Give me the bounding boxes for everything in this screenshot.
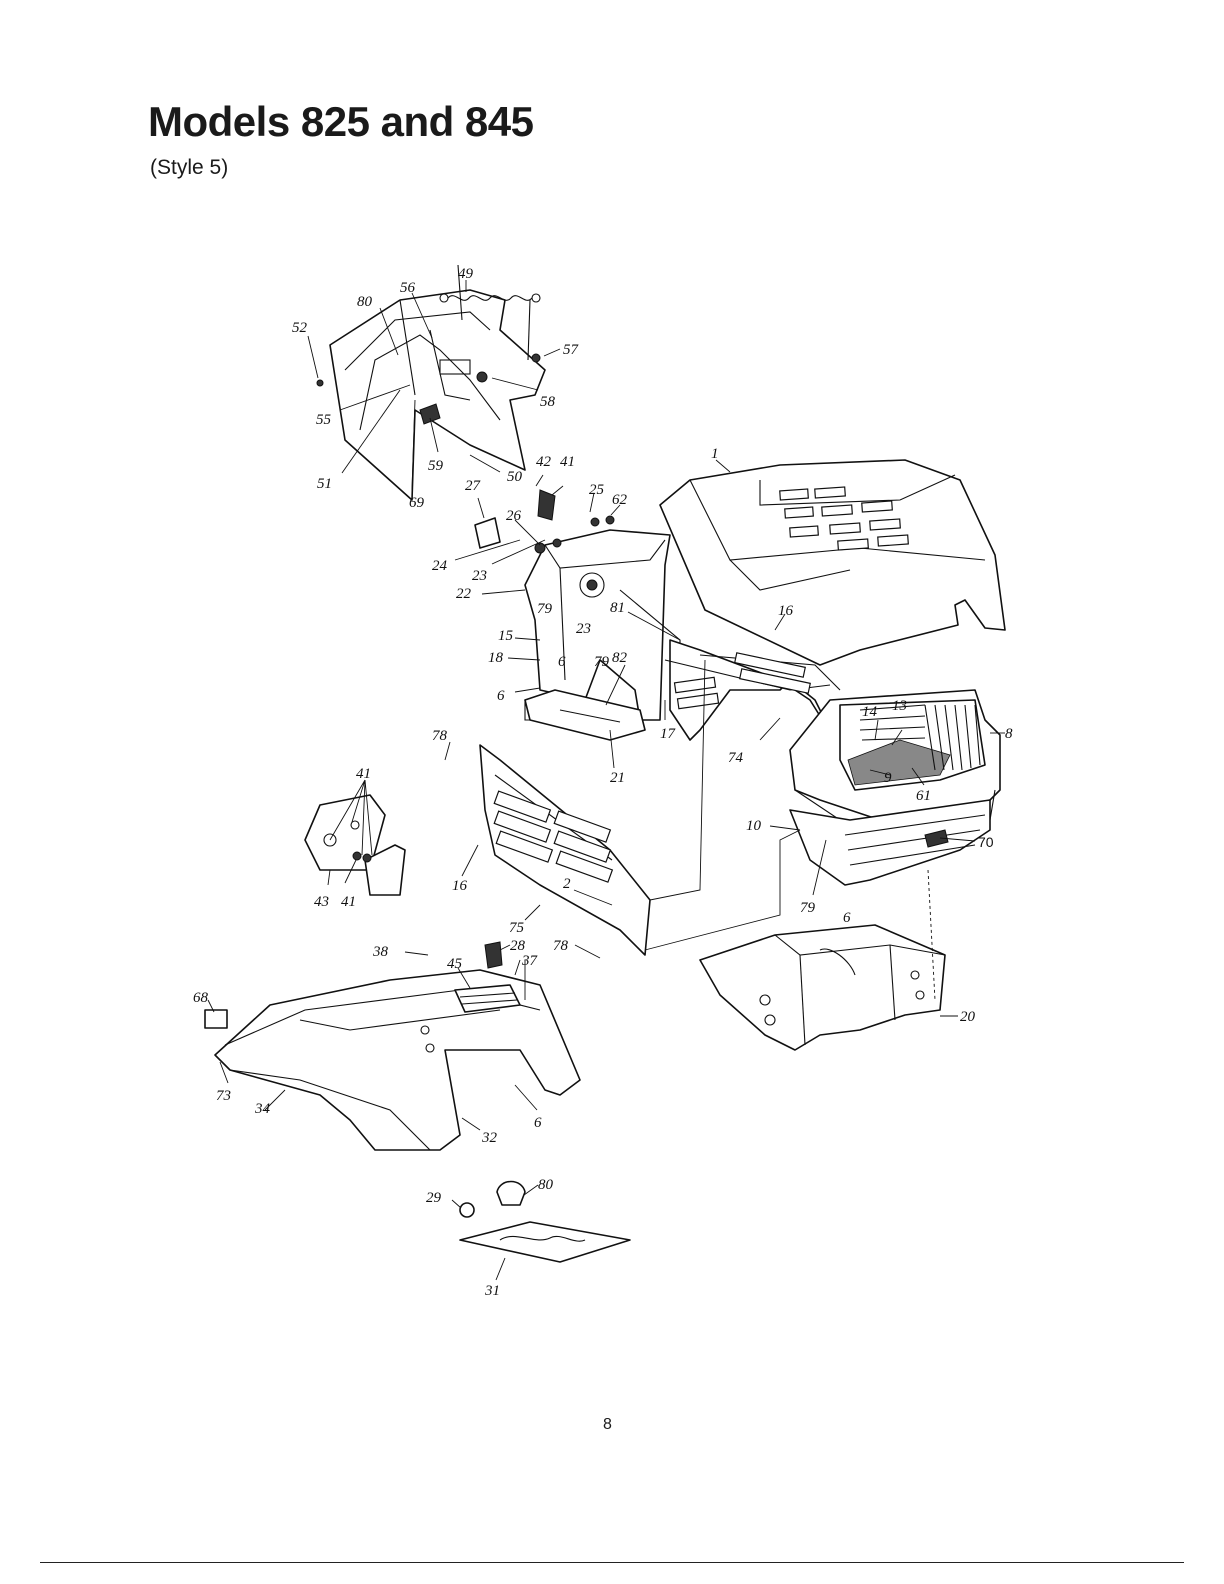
callout-labels: 49 80 56 52 57 58 55 59 50 51 69 42 41 2… <box>193 266 1013 1299</box>
callout-10: 10 <box>746 818 762 834</box>
callout-41-left: 41 <box>356 766 371 782</box>
callout-57: 57 <box>563 342 580 358</box>
bottom-rule <box>40 1562 1184 1563</box>
callout-29: 29 <box>426 1190 442 1206</box>
bolt-57 <box>531 353 541 363</box>
hood-vents <box>779 486 909 551</box>
callout-49: 49 <box>458 266 474 282</box>
side-panel-74 <box>664 639 841 741</box>
callout-15: 15 <box>498 628 514 644</box>
callout-32: 32 <box>481 1130 498 1146</box>
knob-80 <box>496 1180 526 1206</box>
leader-lines <box>207 280 1005 1281</box>
callout-42: 42 <box>536 454 552 470</box>
callout-2: 2 <box>563 876 571 892</box>
callout-79-mid: 79 <box>594 654 610 670</box>
callout-20: 20 <box>960 1009 976 1025</box>
callout-6-fender: 6 <box>534 1115 542 1131</box>
callout-6-nose: 6 <box>843 910 851 926</box>
callout-26: 26 <box>506 508 522 524</box>
callout-43: 43 <box>314 894 329 910</box>
callout-61: 61 <box>916 788 931 804</box>
front-panel-75 <box>479 744 651 956</box>
callout-28: 28 <box>510 938 526 954</box>
front-grille-housing <box>789 689 1001 851</box>
callout-22: 22 <box>456 586 472 602</box>
callout-78-upper: 78 <box>432 728 448 744</box>
callout-37: 37 <box>521 953 539 969</box>
grille-slats <box>859 704 981 771</box>
callout-62: 62 <box>612 492 628 508</box>
chassis-frame <box>699 924 946 1051</box>
rear-fender <box>214 969 581 1151</box>
callout-80: 80 <box>357 294 373 310</box>
page-number: 8 <box>603 1416 612 1433</box>
callout-9: 9 <box>884 770 892 786</box>
callout-78-lower: 78 <box>553 938 569 954</box>
page-subtitle: (Style 5) <box>150 156 229 179</box>
callout-14: 14 <box>862 704 878 720</box>
page-title: Models 825 and 845 <box>148 98 534 145</box>
callout-25: 25 <box>589 482 605 498</box>
callout-82: 82 <box>612 650 628 666</box>
callout-41-bottom: 41 <box>341 894 356 910</box>
callout-41-top: 41 <box>560 454 575 470</box>
console-bracket <box>474 489 615 554</box>
callout-70: 70 <box>978 834 994 850</box>
callout-23-tower: 23 <box>576 621 591 637</box>
callout-45: 45 <box>447 956 463 972</box>
callout-17: 17 <box>660 726 677 742</box>
decal-31 <box>459 1221 631 1263</box>
knob-28 <box>484 941 503 969</box>
callout-74: 74 <box>728 750 744 766</box>
callout-51: 51 <box>317 476 332 492</box>
front-lower-nose <box>789 799 991 886</box>
callout-38: 38 <box>372 944 389 960</box>
callout-80-knob: 80 <box>538 1177 554 1193</box>
callout-24: 24 <box>432 558 448 574</box>
callout-23-top: 23 <box>472 568 487 584</box>
callout-1: 1 <box>711 446 719 462</box>
callout-79-nose: 79 <box>800 900 816 916</box>
cap-29 <box>459 1202 475 1218</box>
callout-75: 75 <box>509 920 525 936</box>
callout-27: 27 <box>465 478 482 494</box>
callout-16-hood: 16 <box>778 603 794 619</box>
callout-69: 69 <box>409 495 425 511</box>
callout-21: 21 <box>610 770 625 786</box>
hood <box>659 459 1006 666</box>
callout-52: 52 <box>292 320 308 336</box>
callout-68: 68 <box>193 990 209 1006</box>
callout-6-left: 6 <box>497 688 505 704</box>
front-panel-louvers <box>493 790 614 883</box>
callout-6-tower: 6 <box>558 654 566 670</box>
nut-58 <box>476 371 488 383</box>
brackets-41-43 <box>304 794 406 896</box>
callout-16-panel: 16 <box>452 878 468 894</box>
callout-81: 81 <box>610 600 625 616</box>
callout-18: 18 <box>488 650 504 666</box>
callout-56: 56 <box>400 280 416 296</box>
callout-31: 31 <box>484 1283 500 1299</box>
dash-support-21 <box>524 689 646 741</box>
callout-59: 59 <box>428 458 444 474</box>
callout-79-tower: 79 <box>537 601 553 617</box>
callout-34: 34 <box>254 1101 271 1117</box>
bracket-59 <box>419 403 441 425</box>
screw-52 <box>316 379 324 387</box>
callout-13: 13 <box>892 698 907 714</box>
spring-49 <box>439 293 541 303</box>
callout-73: 73 <box>216 1088 231 1104</box>
dash-panel-assembly <box>329 264 546 501</box>
callout-8: 8 <box>1005 726 1013 742</box>
reflector-68 <box>204 1009 228 1029</box>
callout-55: 55 <box>316 412 332 428</box>
callout-58: 58 <box>540 394 556 410</box>
callout-50: 50 <box>507 469 523 485</box>
